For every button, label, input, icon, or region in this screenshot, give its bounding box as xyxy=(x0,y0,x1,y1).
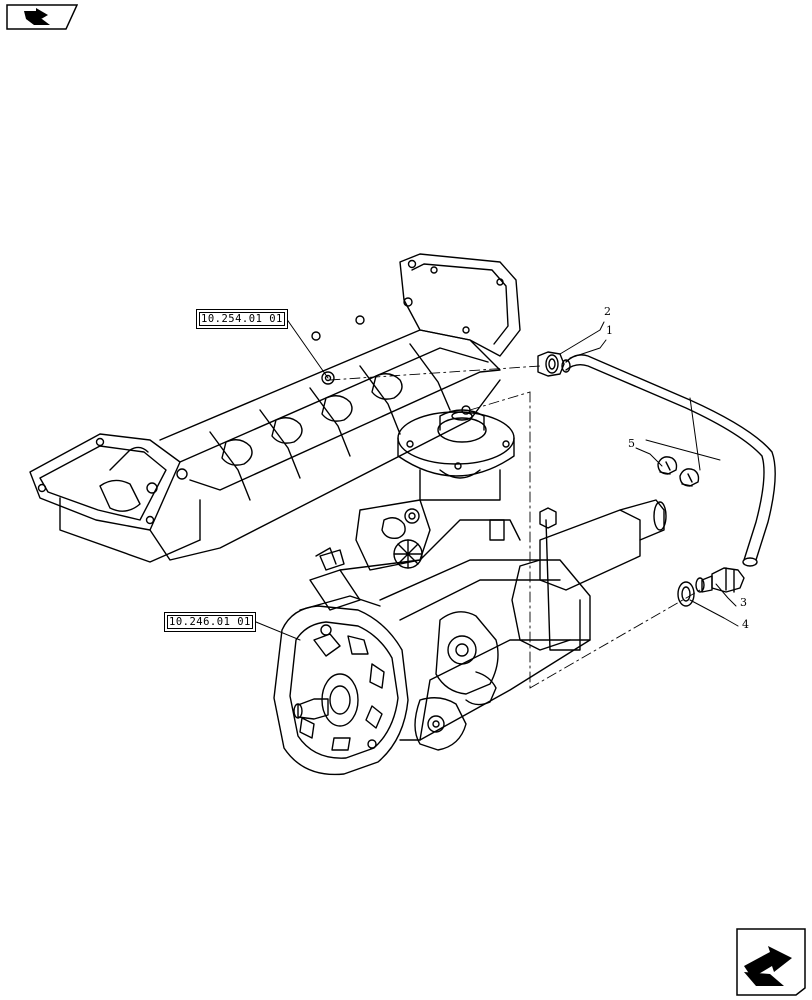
assembly-guides xyxy=(329,365,701,689)
leader-lines xyxy=(255,317,739,641)
callout-3: 3 xyxy=(740,596,747,609)
callout-2: 2 xyxy=(604,305,611,318)
next-page-arrow-icon[interactable] xyxy=(736,928,806,996)
callout-1: 1 xyxy=(606,324,613,337)
callout-5: 5 xyxy=(628,437,635,450)
pipe-assembly xyxy=(537,351,776,607)
intake-manifold xyxy=(29,253,521,563)
injection-pump xyxy=(273,405,667,776)
previous-page-arrow-icon[interactable] xyxy=(6,4,79,30)
reference-pump-link[interactable]: 10.246.01 01 xyxy=(164,612,256,632)
reference-manifold-link[interactable]: 10.254.01 01 xyxy=(196,309,288,329)
callout-4: 4 xyxy=(742,618,749,631)
